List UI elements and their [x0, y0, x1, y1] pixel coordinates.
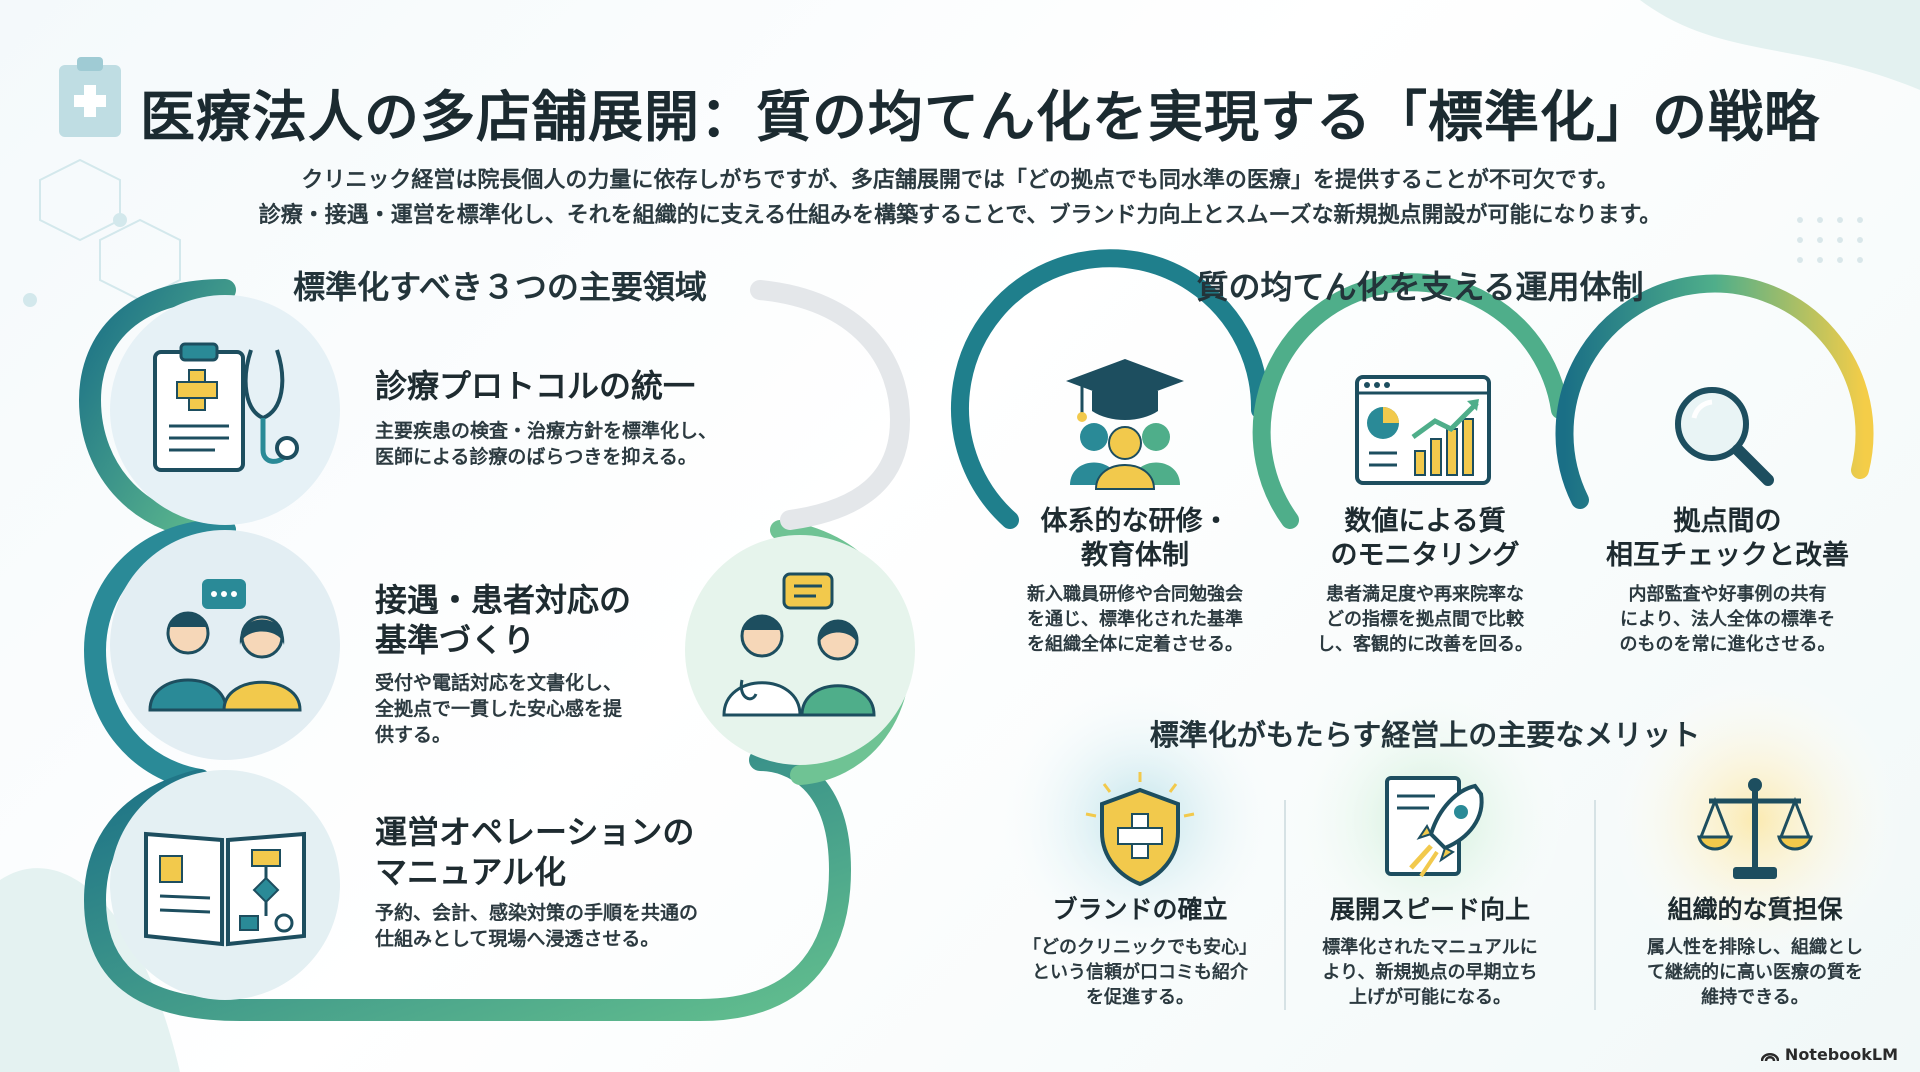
- graduation-team-icon: [1066, 359, 1184, 490]
- left-section-title: 標準化すべき３つの主要領域: [293, 268, 707, 306]
- pillar-2-title: 数値による質のモニタリング: [1330, 506, 1520, 571]
- pillar-2-desc: 患者満足度や再来院率などの指標を拠点間で比較し、客観的に改善を回る。: [1317, 584, 1533, 655]
- rocket-document-icon: [1385, 776, 1484, 878]
- brand-label: NotebookLM: [1784, 1045, 1898, 1064]
- notebooklm-brand: NotebookLM: [1760, 1045, 1898, 1064]
- manual-flowchart-icon: [144, 831, 306, 947]
- merit-3-desc: 属人性を排除し、組織として継続的に高い医療の質を維持できる。: [1647, 937, 1863, 1008]
- intro-line-1: クリニック経営は院長個人の力量に依存しがちですが、多店舗展開では「どの拠点でも同…: [301, 168, 1619, 193]
- merit-2-desc: 標準化されたマニュアルにより、新規拠点の早期立ち上げが可能になる。: [1322, 937, 1538, 1008]
- magnifier-icon: [1675, 387, 1774, 486]
- notebooklm-logo-icon: [1760, 1052, 1779, 1061]
- staff-speech-icon: [148, 579, 302, 712]
- clipboard-cross-icon: [59, 57, 121, 137]
- right-section-title: 質の均てん化を支える運用体制: [1196, 268, 1644, 306]
- merit-1-desc: 「どのクリニックでも安心」という信頼が口コミも紹介を促進する。: [1023, 937, 1257, 1008]
- shield-cross-icon: [1085, 772, 1195, 887]
- left-item-1-desc: 主要疾患の検査・治療方針を標準化し、医師による診療のばらつきを抑える。: [375, 420, 718, 468]
- dashboard-chart-icon: [1355, 375, 1491, 485]
- merit-2-title: 展開スピード向上: [1329, 895, 1530, 924]
- left-item-2-desc: 受付や電話対応を文書化し、全拠点で一貫した安心感を提供する。: [375, 672, 623, 746]
- intro-line-2: 診療・接遇・運営を標準化し、それを組織的に支える仕組みを構築することで、ブランド…: [258, 203, 1662, 228]
- clipboard-stethoscope-icon: [153, 342, 299, 472]
- merit-1-title: ブランドの確立: [1052, 895, 1228, 924]
- merits-section-title: 標準化がもたらす経営上の主要なメリット: [1149, 718, 1701, 752]
- balance-scale-icon: [1697, 778, 1813, 879]
- page-title: 医療法人の多店舗展開：質の均てん化を実現する「標準化」の戦略: [140, 85, 1821, 149]
- pillar-1-title: 体系的な研修・教育体制: [1040, 506, 1230, 571]
- pillar-1-desc: 新入職員研修や合同勉強会を通じ、標準化された基準を組織全体に定着させる。: [1027, 584, 1243, 655]
- left-item-3-title: 運営オペレーションのマニュアル化: [375, 813, 695, 891]
- left-item-2-title: 接遇・患者対応の基準づくり: [375, 581, 632, 659]
- pillar-3-title: 拠点間の相互チェックと改善: [1606, 506, 1849, 571]
- merit-3-title: 組織的な質担保: [1667, 895, 1843, 924]
- pillar-3-desc: 内部監査や好事例の共有により、法人全体の標準そのものを常に進化させる。: [1619, 584, 1836, 655]
- left-item-1-title: 診療プロトコルの統一: [375, 367, 696, 405]
- doctor-patient-icon: [722, 572, 876, 717]
- left-item-3-desc: 予約、会計、感染対策の手順を共通の仕組みとして現場へ浸透させる。: [375, 902, 699, 950]
